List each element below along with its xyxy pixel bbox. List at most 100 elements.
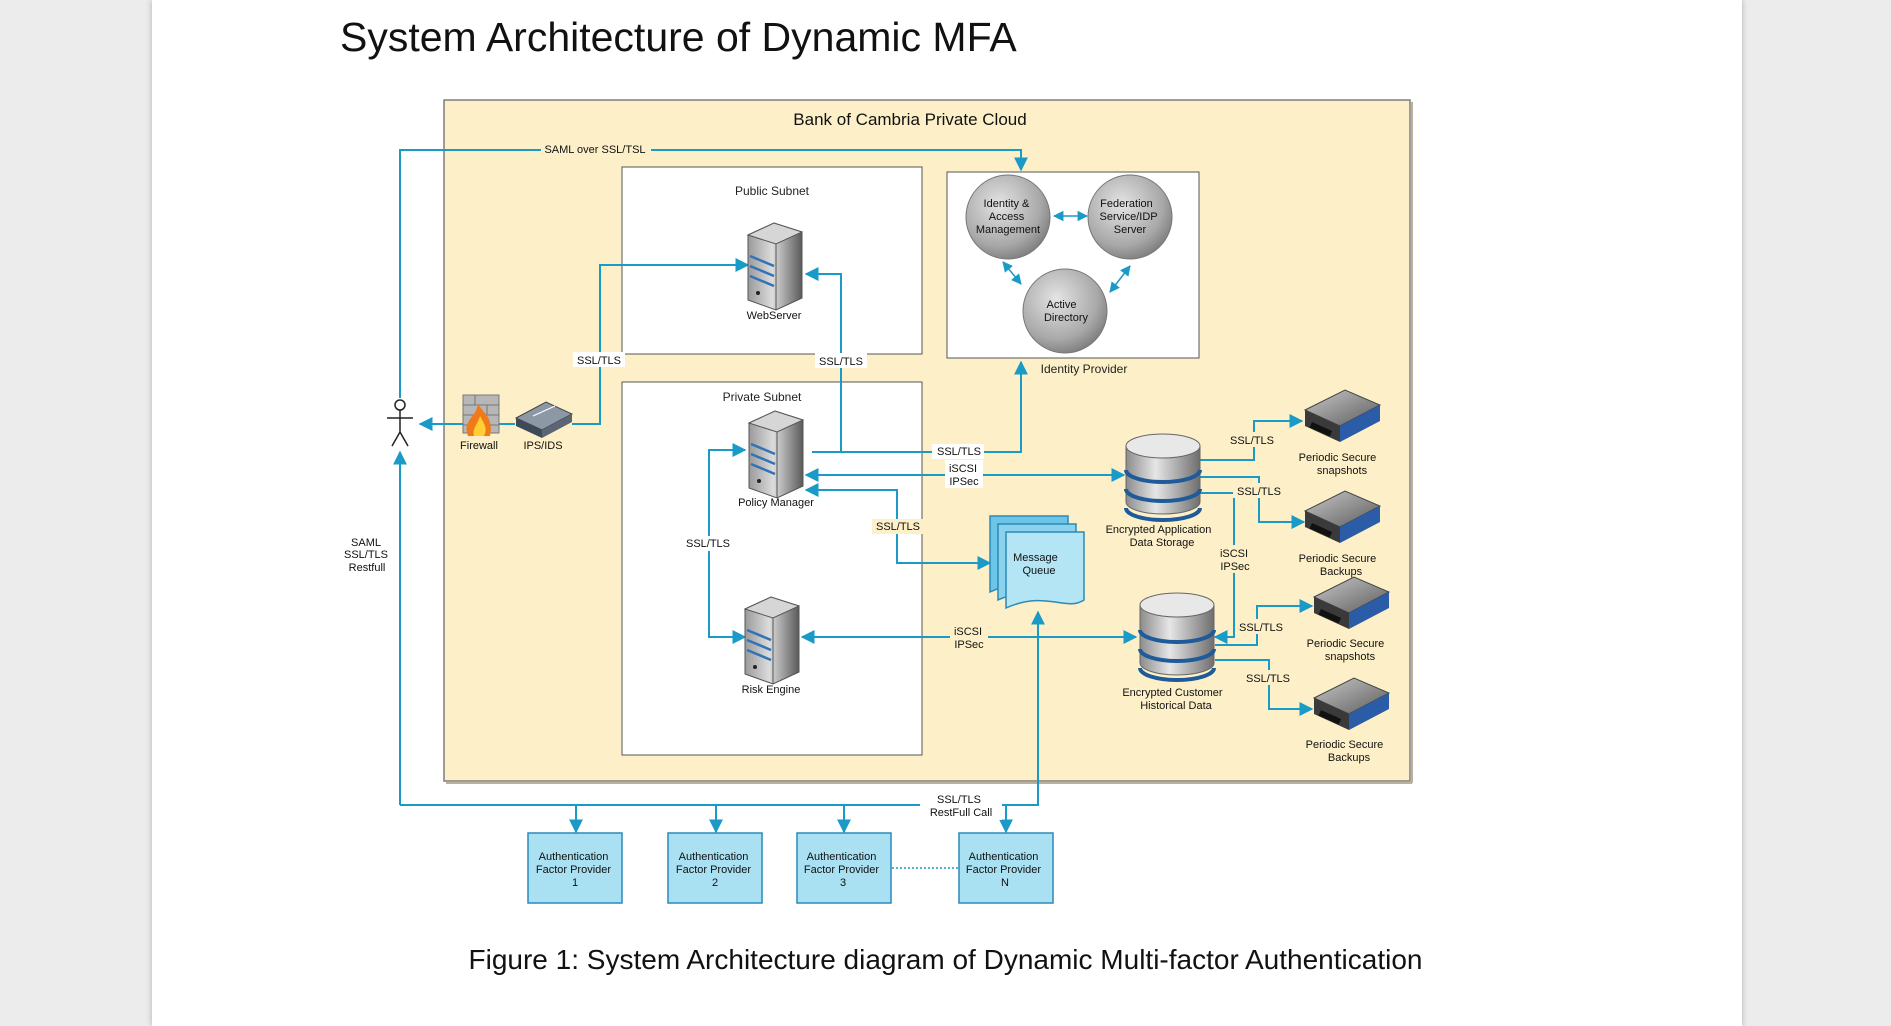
edge-label-iscsi-risk: iSCSI (954, 626, 982, 638)
provider-1: Authentication Factor Provider 1 (527, 832, 623, 904)
identity-provider-label: Identity Provider (1041, 362, 1128, 376)
svg-text:Active Directory: Active Directory (1044, 299, 1089, 324)
edge-label-saml-top: SAML over SSL/TSL (544, 144, 645, 156)
iam-label-2: Access (989, 211, 1025, 223)
edge-label-ssl-backup2: SSL/TLS (1246, 673, 1290, 685)
provider-1-label-1: Authentication (539, 851, 609, 863)
federation-label-1: Federation (1100, 198, 1153, 210)
webserver-icon (746, 222, 804, 311)
svg-text:Authentication Factor Pr: Authentication Factor Provider 1 (536, 851, 614, 889)
edge-label-ssl-web-right: SSL/TLS (819, 356, 863, 368)
svg-text:Identity & Access Mana: Identity & Access Management (976, 198, 1040, 236)
provider-3-label-1: Authentication (807, 851, 877, 863)
federation-label-2: Service/IDP (1100, 211, 1158, 223)
message-queue-icon (989, 515, 1085, 610)
provider-2-label-3: 2 (712, 877, 718, 889)
backups-1-label-1: Periodic Secure (1299, 553, 1377, 565)
edge-label-ssl-snap2: SSL/TLS (1239, 622, 1283, 634)
risk-engine-label: Risk Engine (742, 684, 801, 696)
webserver-label: WebServer (747, 310, 802, 322)
private-subnet-label: Private Subnet (723, 390, 802, 404)
cloud-label: Bank of Cambria Private Cloud (793, 110, 1026, 129)
customer-data-label-1: Encrypted Customer (1122, 687, 1223, 699)
provider-1-label-2: Factor Provider (536, 864, 612, 876)
svg-text:Authentication Factor Pr: Authentication Factor Provider N (966, 851, 1044, 889)
backups-2-label-2: Backups (1328, 752, 1371, 764)
risk-engine-icon (743, 596, 801, 685)
snapshots-2-label-2: snapshots (1325, 651, 1376, 663)
provider-2-label-1: Authentication (679, 851, 749, 863)
edge-label-restfull-call: RestFull Call (930, 807, 992, 819)
provider-1-label-3: 1 (572, 877, 578, 889)
edge-label-ssl-idp: SSL/TLS (937, 446, 981, 458)
provider-2-label-2: Factor Provider (676, 864, 752, 876)
svg-text:Encrypted Customer Histori: Encrypted Customer Historical Data (1122, 687, 1225, 712)
snapshots-1-label-2: snapshots (1317, 465, 1368, 477)
iam-node (965, 174, 1051, 260)
svg-text:Authentication Factor Pr: Authentication Factor Provider 2 (676, 851, 754, 889)
svg-text:Federation Service/IDP: Federation Service/IDP Server (1100, 198, 1161, 236)
active-directory-label-2: Directory (1044, 312, 1089, 324)
edge-label-ssl-risk: SSL/TLS (686, 538, 730, 550)
edge-label-ssl-backup1: SSL/TLS (1237, 486, 1281, 498)
svg-text:Encrypted Application Data: Encrypted Application Data Storage (1106, 524, 1215, 549)
federation-node (1087, 174, 1173, 260)
policy-manager-label: Policy Manager (738, 497, 814, 509)
firewall-icon (462, 394, 500, 436)
edge-label-ipsec-risk: IPSec (954, 639, 984, 651)
snapshots-2-label-1: Periodic Secure (1307, 638, 1385, 650)
public-subnet-label: Public Subnet (735, 184, 810, 198)
federation-label-3: Server (1114, 224, 1147, 236)
message-queue-label-1: Message (1013, 552, 1058, 564)
firewall-label: Firewall (460, 440, 498, 452)
edge-label-ssl-bus: SSL/TLS (937, 794, 981, 806)
svg-text:Periodic Secure Backups: Periodic Secure Backups (1299, 553, 1380, 578)
ips-ids-icon (514, 401, 574, 438)
svg-text:Authentication Factor Pr: Authentication Factor Provider 3 (804, 851, 882, 889)
edge-label-ipsec-app: IPSec (949, 476, 979, 488)
edge-label-ipsec-storage: IPSec (1220, 561, 1250, 573)
iam-label-3: Management (976, 224, 1040, 236)
figure-caption: Figure 1: System Architecture diagram of… (468, 944, 1423, 975)
provider-n: Authentication Factor Provider N (958, 832, 1054, 904)
backups-1-label-2: Backups (1320, 566, 1363, 578)
policy-manager-icon (747, 410, 805, 499)
page-title: System Architecture of Dynamic MFA (340, 14, 1017, 60)
snapshots-1-label-1: Periodic Secure (1299, 452, 1377, 464)
provider-2: Authentication Factor Provider 2 (667, 832, 763, 904)
snapshots-2-icon (1312, 576, 1391, 629)
provider-n-label-3: N (1001, 877, 1009, 889)
edge-label-iscsi-storage: iSCSI (1220, 548, 1248, 560)
edge-labels: SAML over SSL/TSL SSL/TLS SSL/TLS SSL/TL… (344, 141, 1294, 820)
backups-1-icon (1303, 490, 1382, 543)
edge-label-saml-left-2: SSL/TLS (344, 549, 388, 561)
edge-label-ssl-snap1: SSL/TLS (1230, 435, 1274, 447)
customer-data-icon (1138, 592, 1216, 682)
svg-text:Message Queue: Message Queue (1013, 552, 1061, 577)
provider-3-label-2: Factor Provider (804, 864, 880, 876)
edge-label-iscsi-app: iSCSI (949, 463, 977, 475)
provider-n-label-1: Authentication (969, 851, 1039, 863)
edge-label-ssl-web-left: SSL/TLS (577, 355, 621, 367)
svg-text:Periodic Secure Backups: Periodic Secure Backups (1306, 739, 1387, 764)
iam-label-1: Identity & (984, 198, 1031, 210)
provider-3: Authentication Factor Provider 3 (796, 832, 892, 904)
ips-ids-label: IPS/IDS (523, 440, 562, 452)
provider-n-label-2: Factor Provider (966, 864, 1042, 876)
svg-text:Periodic Secure snapshots: Periodic Secure snapshots (1307, 638, 1388, 663)
app-storage-label-2: Data Storage (1130, 537, 1195, 549)
active-directory-label-1: Active (1046, 299, 1076, 311)
app-storage-label-1: Encrypted Application (1106, 524, 1212, 536)
backups-2-label-1: Periodic Secure (1306, 739, 1384, 751)
svg-text:Periodic Secure snapshots: Periodic Secure snapshots (1299, 452, 1380, 477)
customer-data-label-2: Historical Data (1140, 700, 1212, 712)
user-icon (387, 399, 413, 447)
edge-label-saml-left-1: SAML (351, 537, 381, 549)
message-queue-label-2: Queue (1022, 565, 1055, 577)
snapshots-1-icon (1303, 389, 1382, 442)
edge-label-saml-left-3: Restfull (349, 562, 386, 574)
active-directory-node (1022, 268, 1108, 354)
provider-3-label-3: 3 (840, 877, 846, 889)
app-storage-icon (1124, 433, 1202, 522)
